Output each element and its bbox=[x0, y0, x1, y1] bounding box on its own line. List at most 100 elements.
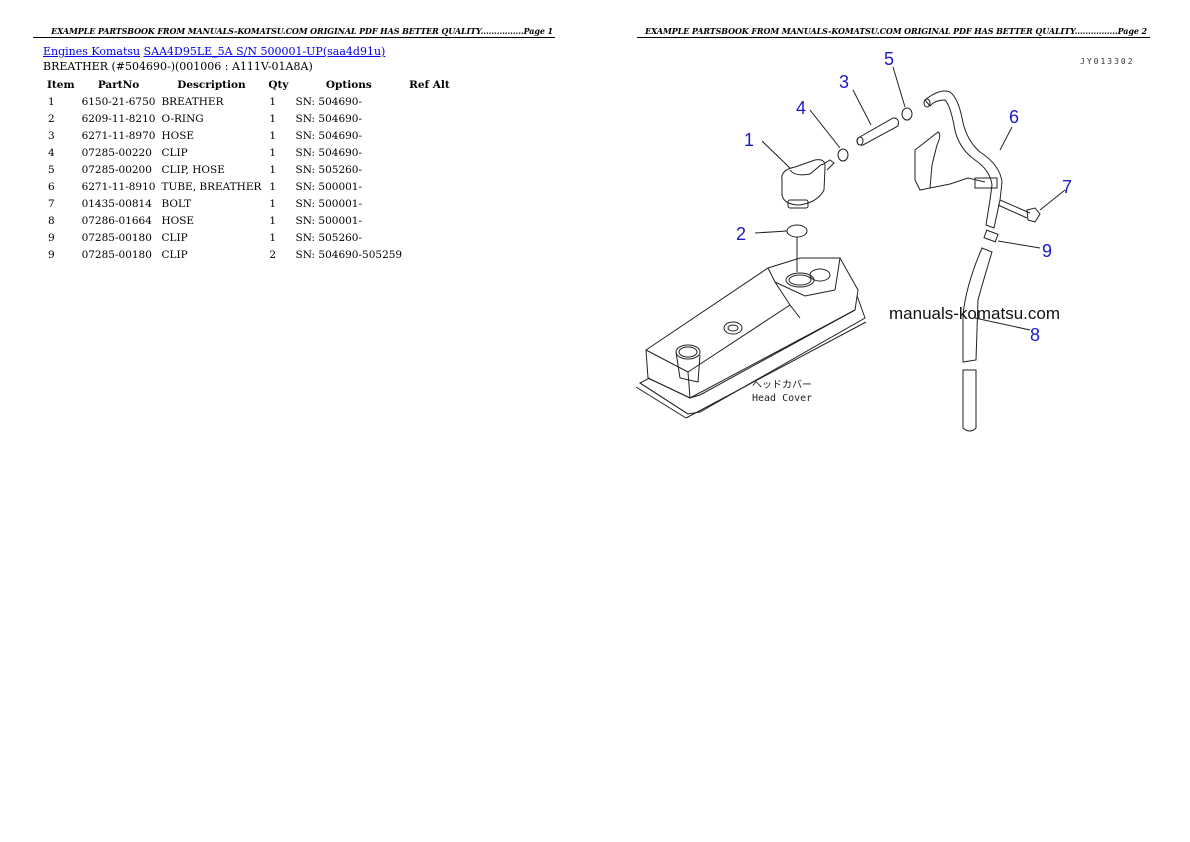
section-title: BREATHER (#504690-)(001006 : A111V-01A8A… bbox=[43, 60, 313, 73]
table-row: 3 6271-11-8970 HOSE 1 SN: 504690- bbox=[43, 127, 454, 144]
breadcrumb: Engines Komatsu SAA4D95LE_5A S/N 500001-… bbox=[43, 45, 385, 58]
cell-qty: 1 bbox=[269, 129, 277, 142]
callout-4: 4 bbox=[796, 98, 806, 118]
clip-4-drawing bbox=[837, 148, 849, 162]
cell-description: BREATHER bbox=[161, 95, 224, 108]
cell-partno: 6271-11-8970 bbox=[81, 129, 156, 142]
cell-item: 5 bbox=[48, 163, 55, 176]
cell-partno: 07285-00220 bbox=[81, 146, 152, 159]
cell-qty: 1 bbox=[269, 112, 277, 125]
cell-description: CLIP, HOSE bbox=[161, 163, 225, 176]
callout-8: 8 bbox=[1030, 325, 1040, 345]
clip-5-drawing bbox=[901, 107, 913, 121]
cell-options: SN: 504690- bbox=[295, 95, 363, 108]
cell-item: 9 bbox=[48, 248, 55, 261]
cell-partno: 07286-01664 bbox=[81, 214, 152, 227]
watermark: manuals-komatsu.com bbox=[889, 304, 1060, 323]
cell-qty: 1 bbox=[269, 180, 277, 193]
cell-partno: 07285-00180 bbox=[81, 248, 152, 261]
diagram-code: JY013302 bbox=[1080, 57, 1135, 66]
cell-qty: 1 bbox=[269, 146, 277, 159]
cell-item: 7 bbox=[48, 197, 55, 210]
table-row: 1 6150-21-6750 BREATHER 1 SN: 504690- bbox=[43, 93, 454, 110]
cell-item: 6 bbox=[48, 180, 55, 193]
cell-item: 9 bbox=[48, 231, 55, 244]
col-header-options: Options bbox=[325, 78, 372, 91]
cell-ref-alt bbox=[405, 127, 454, 144]
o-ring-drawing bbox=[786, 224, 808, 238]
callout-2: 2 bbox=[736, 224, 746, 244]
cell-options: SN: 504690- bbox=[295, 129, 363, 142]
cell-description: BOLT bbox=[161, 197, 192, 210]
cell-description: CLIP bbox=[161, 248, 188, 261]
cell-ref-alt bbox=[405, 110, 454, 127]
hose-3-drawing bbox=[856, 117, 899, 146]
cell-item: 2 bbox=[48, 112, 55, 125]
page-1-header: EXAMPLE PARTSBOOK FROM MANUALS-KOMATSU.C… bbox=[51, 26, 553, 36]
cell-options: SN: 504690-505259 bbox=[295, 248, 403, 261]
callout-9: 9 bbox=[1042, 241, 1052, 261]
col-header-ref-alt: Ref Alt bbox=[409, 78, 450, 91]
page-2-header: EXAMPLE PARTSBOOK FROM MANUALS-KOMATSU.C… bbox=[645, 26, 1147, 36]
table-row: 8 07286-01664 HOSE 1 SN: 500001- bbox=[43, 212, 454, 229]
breadcrumb-link-model[interactable]: SAA4D95LE_5A S/N 500001-UP(saa4d91u) bbox=[143, 45, 386, 58]
callout-3: 3 bbox=[839, 72, 849, 92]
tube-breather-drawing bbox=[914, 90, 1003, 229]
col-header-partno: PartNo bbox=[97, 78, 140, 91]
cell-qty: 1 bbox=[269, 214, 277, 227]
cell-partno: 07285-00200 bbox=[81, 163, 152, 176]
cell-description: O-RING bbox=[161, 112, 204, 125]
page-2-header-rule bbox=[637, 37, 1150, 38]
cell-partno: 6150-21-6750 bbox=[81, 95, 156, 108]
hose-8-drawing bbox=[962, 247, 993, 432]
cell-ref-alt bbox=[405, 195, 454, 212]
breadcrumb-link-engines[interactable]: Engines Komatsu bbox=[43, 45, 141, 58]
table-row: 9 07285-00180 CLIP 2 SN: 504690-505259 bbox=[43, 246, 454, 263]
cell-item: 8 bbox=[48, 214, 55, 227]
callout-6: 6 bbox=[1009, 107, 1019, 127]
cell-qty: 1 bbox=[269, 231, 277, 244]
cell-description: TUBE, BREATHER bbox=[161, 180, 262, 193]
cell-ref-alt bbox=[405, 246, 454, 263]
cell-partno: 6209-11-8210 bbox=[81, 112, 156, 125]
cell-ref-alt bbox=[405, 144, 454, 161]
col-header-item: Item bbox=[47, 78, 75, 91]
cell-qty: 1 bbox=[269, 197, 277, 210]
table-row: 5 07285-00200 CLIP, HOSE 1 SN: 505260- bbox=[43, 161, 454, 178]
cell-partno: 07285-00180 bbox=[81, 231, 152, 244]
callout-7: 7 bbox=[1062, 177, 1072, 197]
cell-description: CLIP bbox=[161, 146, 188, 159]
table-header-row: Item PartNo Description Qty Options Ref … bbox=[43, 76, 454, 93]
head-cover-label-en: Head Cover bbox=[752, 393, 812, 404]
cell-options: SN: 505260- bbox=[295, 163, 363, 176]
parts-table: Item PartNo Description Qty Options Ref … bbox=[43, 76, 454, 263]
page-1-header-rule bbox=[33, 37, 555, 38]
cell-description: HOSE bbox=[161, 214, 195, 227]
cell-qty: 1 bbox=[269, 163, 277, 176]
head-cover-drawing bbox=[635, 257, 867, 419]
cell-options: SN: 504690- bbox=[295, 112, 363, 125]
cell-qty: 1 bbox=[269, 95, 277, 108]
cell-description: HOSE bbox=[161, 129, 195, 142]
breather-drawing bbox=[781, 159, 835, 209]
cell-ref-alt bbox=[405, 93, 454, 110]
cell-qty: 2 bbox=[269, 248, 277, 261]
callout-5: 5 bbox=[884, 49, 894, 69]
cell-options: SN: 500001- bbox=[295, 214, 363, 227]
cell-ref-alt bbox=[405, 161, 454, 178]
bolt-drawing bbox=[997, 199, 1041, 223]
cell-item: 4 bbox=[48, 146, 55, 159]
cell-ref-alt bbox=[405, 229, 454, 246]
cell-ref-alt bbox=[405, 178, 454, 195]
cell-item: 3 bbox=[48, 129, 55, 142]
cell-options: SN: 500001- bbox=[295, 197, 363, 210]
cell-options: SN: 505260- bbox=[295, 231, 363, 244]
col-header-qty: Qty bbox=[268, 78, 289, 91]
cell-item: 1 bbox=[48, 95, 55, 108]
cell-ref-alt bbox=[405, 212, 454, 229]
cell-partno: 6271-11-8910 bbox=[81, 180, 156, 193]
